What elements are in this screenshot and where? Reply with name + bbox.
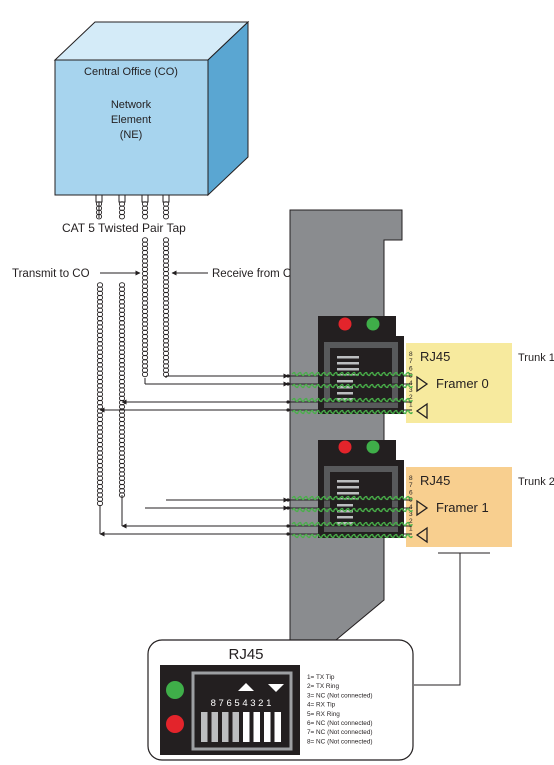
ne-title: Central Office (CO) xyxy=(84,66,178,78)
callout-led-green xyxy=(166,681,184,699)
pinout-legend-item: 5= RX Ring xyxy=(307,711,340,718)
pin-number: 6 xyxy=(409,489,413,496)
pinout-legend-item: 1= TX Tip xyxy=(307,674,335,681)
callout-title: RJ45 xyxy=(228,646,263,663)
pin-number: 1 xyxy=(409,401,413,408)
pin-number: 1 xyxy=(409,525,413,532)
pin-number: 3 xyxy=(409,511,413,518)
tx-triangle-2 xyxy=(416,499,429,517)
ne-line-network: Network xyxy=(111,99,152,111)
port-1-framer: Framer 0 xyxy=(436,376,489,391)
transmit-label: Transmit to CO xyxy=(12,268,90,280)
port-1-trunk: Trunk 1 xyxy=(518,352,554,364)
callout-leader xyxy=(414,552,490,686)
port-2-framer: Framer 1 xyxy=(436,500,489,515)
status-led-red-1 xyxy=(338,317,352,331)
interface-card xyxy=(289,209,404,641)
pin-number: 2 xyxy=(409,518,413,525)
pinout-legend-item: 8= NC (Not connected) xyxy=(307,738,373,745)
callout-pin-numbers: 8 7 6 5 4 3 2 1 xyxy=(211,698,272,709)
pin-number: 6 xyxy=(409,365,413,372)
callout-led-red xyxy=(166,715,184,733)
pinout-legend-item: 3= NC (Not connected) xyxy=(307,692,373,699)
tap-label: CAT 5 Twisted Pair Tap xyxy=(62,221,186,235)
pin-number: 4 xyxy=(409,504,413,511)
port-2-connector: RJ45 xyxy=(420,473,450,488)
ne-line-ne: (NE) xyxy=(120,129,143,141)
pinout-legend-item: 6= NC (Not connected) xyxy=(307,720,373,727)
rx-triangle-2 xyxy=(415,526,428,544)
pin-number: 3 xyxy=(409,387,413,394)
pin-number: 8 xyxy=(409,475,413,482)
status-led-green-1 xyxy=(366,317,380,331)
status-led-green-2 xyxy=(366,440,380,454)
box-cable-stubs xyxy=(95,194,170,218)
callout-rx-arrow xyxy=(268,684,284,692)
wire-runs xyxy=(99,371,413,539)
network-element-box: Central Office (CO) Network Element (NE) xyxy=(53,20,250,197)
pin-number: 8 xyxy=(409,351,413,358)
pin-number: 7 xyxy=(409,358,413,365)
callout-tx-arrow xyxy=(238,683,254,691)
ne-line-element: Element xyxy=(111,114,151,126)
pinout-legend-item: 2= TX Ring xyxy=(307,683,339,690)
pinout-legend: 1= TX Tip 2= TX Ring 3= NC (Not connected)… xyxy=(307,674,373,745)
pinout-legend-item: 7= NC (Not connected) xyxy=(307,729,373,736)
receive-label: Receive from CO xyxy=(212,268,300,280)
port-1-connector: RJ45 xyxy=(420,349,450,364)
pin-number: 4 xyxy=(409,380,413,387)
twisted-pair-coils xyxy=(96,237,170,507)
status-led-red-2 xyxy=(338,440,352,454)
pin-number: 7 xyxy=(409,482,413,489)
port-2-trunk: Trunk 2 xyxy=(518,476,554,488)
pin-number: 2 xyxy=(409,394,413,401)
rj45-pinout-callout: RJ45 8 7 6 5 4 3 2 1 1= TX Tip 2= TX Ring… xyxy=(147,639,414,761)
stub-coils xyxy=(95,201,170,220)
rx-triangle-1 xyxy=(415,402,428,420)
tx-triangle-1 xyxy=(416,375,429,393)
pinout-legend-item: 4= RX Tip xyxy=(307,702,336,709)
